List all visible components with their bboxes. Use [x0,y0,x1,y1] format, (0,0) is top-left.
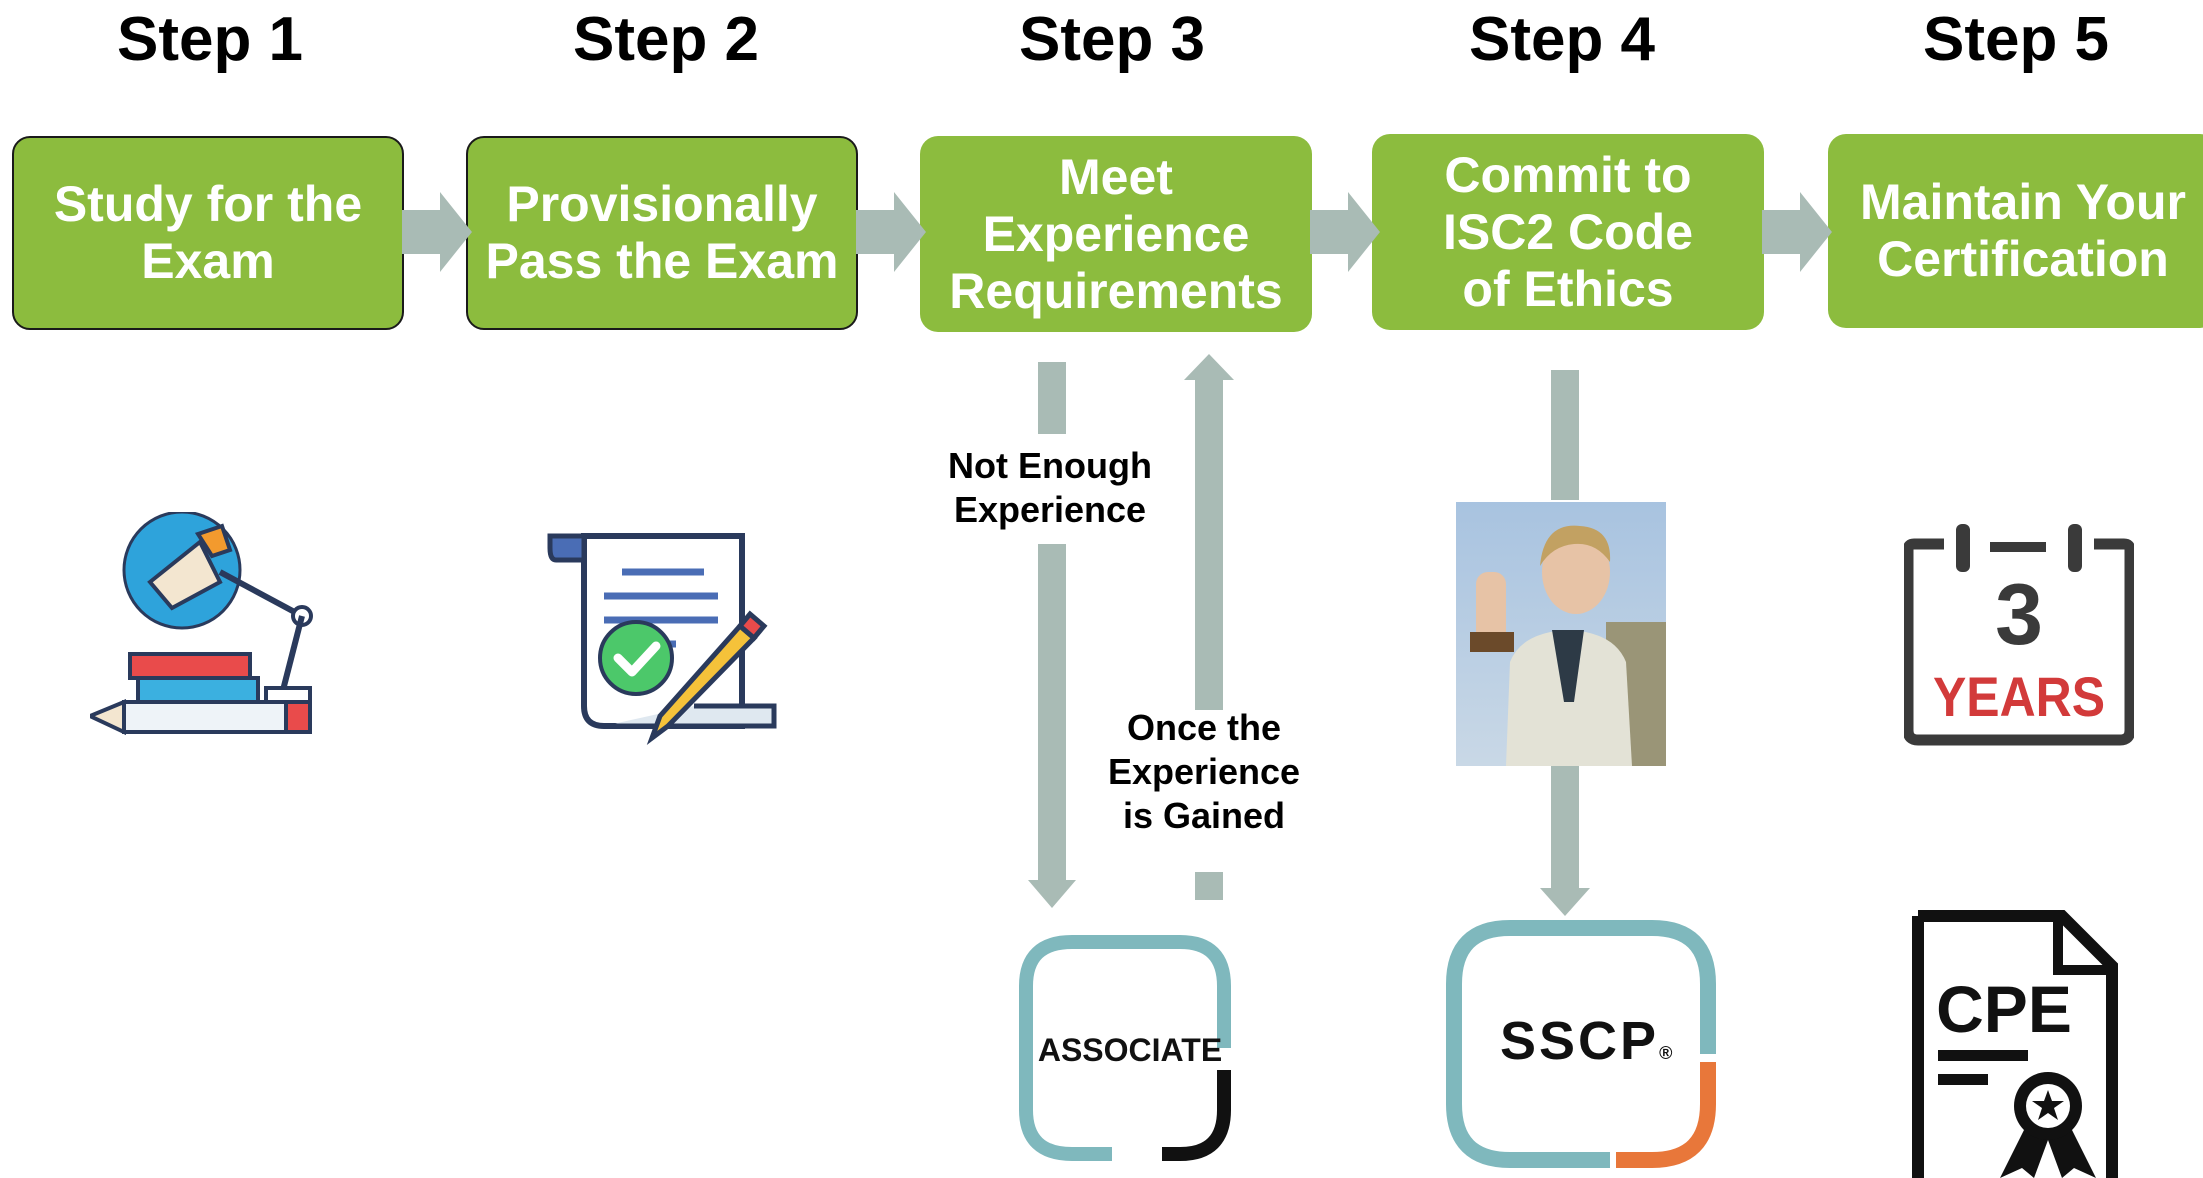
calendar-unit: YEARS [1933,665,2105,728]
flow-arrow-2-3 [856,192,926,272]
flow-arrow-1-2 [402,192,472,272]
calendar-number: 3 [1995,567,2043,663]
exam-certificate-check-icon [547,533,777,746]
step-2-heading: Step 2 [572,5,760,74]
calendar-3-years-icon: 3 YEARS [1904,524,2134,746]
step-5-title: Maintain Your Certification [1860,174,2186,287]
down-arrow-ethics [1540,370,1590,916]
cpe-certificate-icon: CPE [1912,910,2118,1178]
step-3-title: Meet Experience Requirements [949,148,1283,319]
associate-badge-label: ASSOCIATE [1037,1032,1223,1068]
down-arrow-not-enough [1028,362,1076,908]
step-5-box: Maintain Your Certification [1828,134,2203,328]
step-1-title: Study for the Exam [53,176,363,289]
flow-arrow-4-5 [1762,192,1832,272]
sscp-badge-label: SSCP® [1500,1010,1672,1072]
cpe-label: CPE [1936,972,2072,1046]
step-2-box: Provisionally Pass the Exam [466,136,858,330]
step-3-box: Meet Experience Requirements [920,136,1312,332]
once-experience-gained-label: Once the Experience is Gained [1107,707,1301,836]
flow-arrow-3-4 [1310,192,1380,272]
not-enough-experience-label: Not Enough Experience [948,445,1152,530]
sscp-text: SSCP [1500,1011,1660,1071]
associate-badge [1019,935,1231,1161]
sscp-badge [1446,920,1716,1168]
up-arrow-experience-gained [1184,354,1234,900]
registered-mark: ® [1659,1043,1676,1063]
step-1-box: Study for the Exam [12,136,404,330]
step-4-box: Commit to ISC2 Code of Ethics [1372,134,1764,330]
step-5-heading: Step 5 [1922,5,2110,74]
oath-photo [1456,502,1666,766]
step-2-title: Provisionally Pass the Exam [485,176,839,289]
step-4-title: Commit to ISC2 Code of Ethics [1442,146,1694,317]
step-4-heading: Step 4 [1468,5,1656,74]
step-1-heading: Step 1 [116,5,304,74]
study-lamp-books-icon [90,512,313,736]
step-3-heading: Step 3 [1018,5,1206,74]
